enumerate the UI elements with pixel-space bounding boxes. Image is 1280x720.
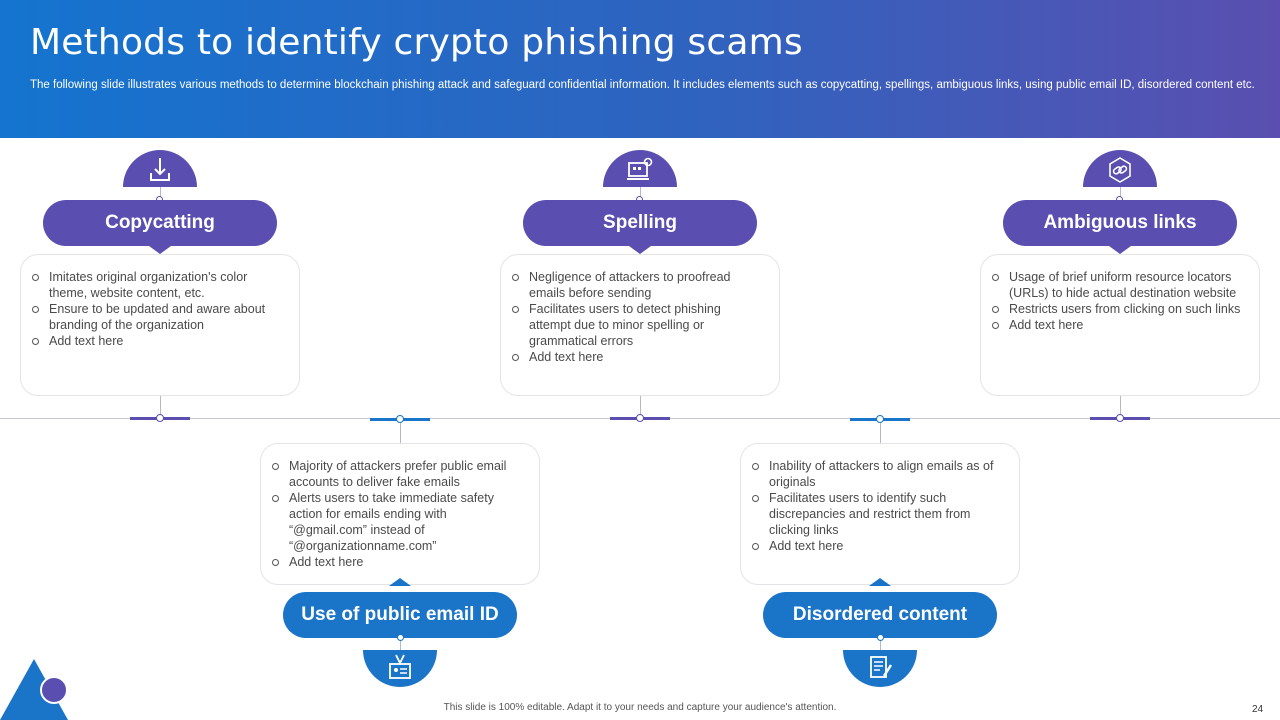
download-tray-icon bbox=[150, 158, 170, 181]
timeline-dot bbox=[636, 414, 644, 422]
list-item: Add text here bbox=[752, 538, 1003, 554]
timeline-dot bbox=[1116, 414, 1124, 422]
connector-line bbox=[400, 638, 401, 650]
method-icon-badge bbox=[363, 650, 437, 687]
timeline-dot bbox=[156, 414, 164, 422]
list-item: Add text here bbox=[512, 349, 763, 365]
connector-line bbox=[880, 423, 881, 444]
method-title-ambiguous-links: Ambiguous links bbox=[1003, 200, 1237, 246]
pointer-triangle bbox=[1109, 246, 1131, 254]
connector-line bbox=[640, 187, 641, 201]
timeline-dot bbox=[876, 415, 884, 423]
method-icon-badge bbox=[123, 150, 197, 187]
list-item: Majority of attackers prefer public emai… bbox=[272, 458, 523, 490]
pointer-triangle bbox=[869, 578, 891, 586]
list-item: Add text here bbox=[32, 333, 283, 349]
connector-dot bbox=[397, 634, 404, 641]
pointer-triangle bbox=[629, 246, 651, 254]
slide-subtitle: The following slide illustrates various … bbox=[30, 79, 1255, 91]
method-card-disordered-content: Inability of attackers to align emails a… bbox=[740, 443, 1020, 585]
method-title-disordered-content: Disordered content bbox=[763, 592, 997, 638]
pointer-triangle bbox=[149, 246, 171, 254]
method-icon-badge bbox=[1083, 150, 1157, 187]
computer-settings-icon bbox=[627, 157, 653, 180]
connector-line bbox=[1120, 187, 1121, 201]
header-banner: Methods to identify crypto phishing scam… bbox=[0, 0, 1280, 138]
timeline-dot bbox=[396, 415, 404, 423]
connector-line bbox=[400, 423, 401, 444]
method-card-copycatting: Imitates original organization's color t… bbox=[20, 254, 300, 396]
method-title-public-email: Use of public email ID bbox=[283, 592, 517, 638]
list-item: Restricts users from clicking on such li… bbox=[992, 301, 1243, 317]
list-item: Alerts users to take immediate safety ac… bbox=[272, 490, 523, 554]
list-item: Facilitates users to identify such discr… bbox=[752, 490, 1003, 538]
connector-line bbox=[1120, 396, 1121, 418]
method-title-copycatting: Copycatting bbox=[43, 200, 277, 246]
method-card-spelling: Negligence of attackers to proofread ema… bbox=[500, 254, 780, 396]
document-pen-icon bbox=[870, 656, 893, 678]
pointer-triangle bbox=[389, 578, 411, 586]
list-item: Add text here bbox=[992, 317, 1243, 333]
list-item: Negligence of attackers to proofread ema… bbox=[512, 269, 763, 301]
list-item: Imitates original organization's color t… bbox=[32, 269, 283, 301]
connector-line bbox=[160, 396, 161, 418]
method-card-ambiguous-links: Usage of brief uniform resource locators… bbox=[980, 254, 1260, 396]
list-item: Inability of attackers to align emails a… bbox=[752, 458, 1003, 490]
list-item: Usage of brief uniform resource locators… bbox=[992, 269, 1243, 301]
slide-title: Methods to identify crypto phishing scam… bbox=[30, 22, 803, 63]
chain-link-icon bbox=[1109, 157, 1131, 183]
connector-dot bbox=[877, 634, 884, 641]
connector-line bbox=[160, 187, 161, 201]
footer-note: This slide is 100% editable. Adapt it to… bbox=[443, 702, 837, 713]
list-item: Facilitates users to detect phishing att… bbox=[512, 301, 763, 349]
page-number: 24 bbox=[1252, 704, 1264, 715]
method-icon-badge bbox=[603, 150, 677, 187]
method-title-spelling: Spelling bbox=[523, 200, 757, 246]
method-icon-badge bbox=[843, 650, 917, 687]
method-card-public-email: Majority of attackers prefer public emai… bbox=[260, 443, 540, 585]
connector-line bbox=[640, 396, 641, 418]
list-item: Ensure to be updated and aware about bra… bbox=[32, 301, 283, 333]
id-badge-icon bbox=[389, 654, 411, 679]
list-item: Add text here bbox=[272, 554, 523, 570]
connector-line bbox=[880, 638, 881, 650]
decorative-circle bbox=[40, 676, 68, 704]
